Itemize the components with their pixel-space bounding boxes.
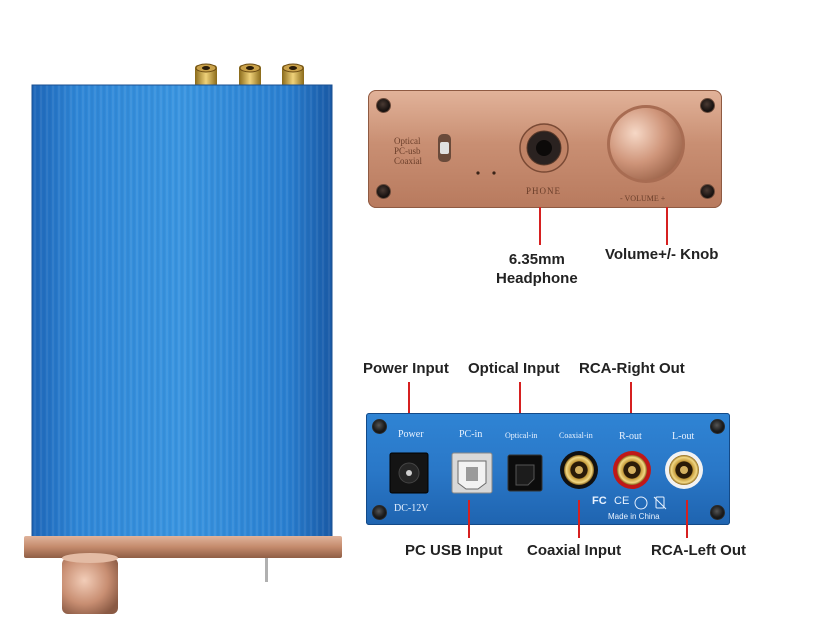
dc-power-jack [389,452,429,494]
callout-headphone-line2: Headphone [496,270,578,287]
phone-label: PHONE [526,186,562,196]
leader-line-optical [519,382,521,414]
volume-label: - VOLUME + [620,194,666,203]
rear-label-rout: R-out [619,431,642,442]
front-panel-brush [438,105,685,183]
volume-knob-side [62,553,118,614]
rear-label-optical: Optical-in [505,431,538,440]
selector-switch-side [265,558,268,582]
callout-coaxial-input: Coaxial Input [527,542,622,559]
weee-bin-icon [655,496,665,509]
front-panel: Optical PC-usb Coaxial PHONE - VOLUME + [368,90,722,208]
screw-icon [710,505,725,520]
leader-line-coaxial [578,500,580,538]
rear-label-coaxial: Coaxial-in [559,431,593,440]
coaxial-rca-jack [560,451,598,489]
top-rca-jacks [195,63,304,87]
screw-icon [376,98,391,113]
screw-icon [700,98,715,113]
cert-ce-mark: CE [614,495,630,507]
leader-line-rca-right [630,382,632,414]
headphone-jack [519,123,569,173]
copper-front-bar [24,536,342,558]
callout-optical-input: Optical Input [468,360,560,377]
volume-knob[interactable] [607,105,685,183]
dac-top-view [22,60,347,620]
input-selector-switch[interactable] [438,134,451,162]
callout-headphone-line1: 6.35mm [508,251,565,268]
leader-line-power [408,382,410,414]
rohs-icon [634,496,648,510]
indicator-led [476,171,480,175]
rear-label-pcin: PC-in [459,429,483,440]
indicator-led [492,171,496,175]
callout-volume-knob: Volume+/- Knob [605,246,719,263]
optical-toslink-port [507,454,543,492]
rca-right-out-jack [613,451,651,489]
screw-icon [372,505,387,520]
made-in-label: Made in China [608,512,660,521]
screw-icon [372,419,387,434]
cert-symbols [634,496,667,510]
usb-b-port [451,452,493,494]
callout-power-input: Power Input [363,360,449,377]
rear-panel-connectors [389,451,703,510]
leader-line-volume [666,207,668,245]
screw-icon [700,184,715,199]
screw-icon [376,184,391,199]
switch-label-optical: Optical [394,136,421,146]
switch-label-coaxial: Coaxial [394,156,422,166]
leader-line-rca-left [686,500,688,538]
rear-label-dc12v: DC-12V [394,503,429,514]
switch-label-pcusb: PC-usb [394,146,421,156]
rca-left-out-jack [665,451,703,489]
screw-icon [710,419,725,434]
rear-label-power: Power [398,429,424,440]
callout-pc-usb-input: PC USB Input [405,542,503,559]
callout-rca-left-out: RCA-Left Out [651,542,746,559]
leader-line-headphone [539,207,541,245]
callout-headphone: 6.35mm Headphone [496,250,578,288]
rear-panel: Power PC-in Optical-in Coaxial-in R-out … [366,413,730,525]
leader-line-pc-usb [468,500,470,538]
callout-rca-right-out: RCA-Right Out [579,360,685,377]
dac-top-view-illustration [24,63,342,614]
rear-label-lout: L-out [672,431,695,442]
cert-fc-mark: FC [592,495,607,507]
